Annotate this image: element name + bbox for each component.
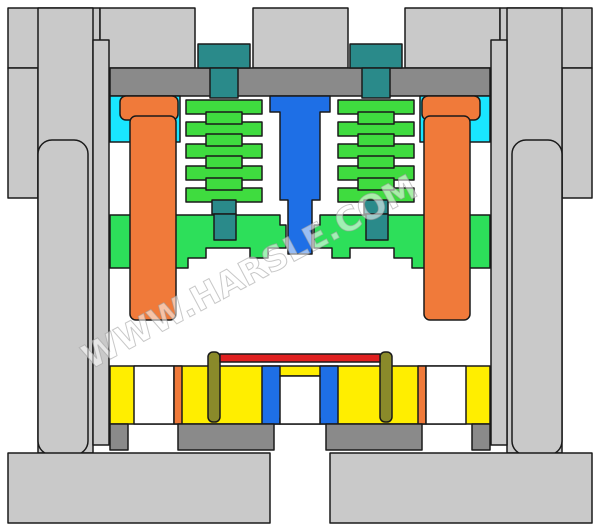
right-bolt-shank (361, 67, 391, 99)
left-inner-post (92, 39, 110, 446)
left-bolt-shank (209, 67, 239, 99)
left-bolt-head (197, 43, 251, 69)
right-pilot-pin (379, 351, 393, 423)
base-plate-right (329, 452, 593, 524)
frame-top-mid-left (99, 7, 196, 69)
bolster-right (471, 423, 491, 451)
right-guide-pillar (511, 139, 563, 456)
center-punch (269, 95, 331, 255)
left-pilot-pin (207, 351, 221, 423)
frame-top-mid (252, 7, 349, 69)
left-spring (185, 99, 263, 215)
right-side-plate (561, 67, 593, 199)
bolster-left (109, 423, 129, 451)
left-guide-pillar (37, 139, 89, 456)
lower-die-left-orange (173, 365, 183, 425)
left-guide-bushing-body (129, 115, 177, 321)
lower-die-right-orange (417, 365, 427, 425)
workpiece-strip (219, 353, 381, 363)
base-plate-left (7, 452, 271, 524)
stripper-screws (213, 213, 389, 241)
right-guide-bushing-body (423, 115, 471, 321)
upper-clamp-plate (109, 67, 491, 97)
lower-die-left-white (133, 365, 175, 425)
right-bolt-head (349, 43, 403, 69)
right-inner-post (490, 39, 508, 446)
right-spring (337, 99, 415, 215)
bolster-right-mid (325, 423, 423, 451)
die-cavity (279, 375, 321, 425)
left-side-plate (7, 67, 39, 199)
bolster-left-mid (177, 423, 275, 451)
lower-die-right-white (425, 365, 467, 425)
frame-top-mid-right (404, 7, 501, 69)
